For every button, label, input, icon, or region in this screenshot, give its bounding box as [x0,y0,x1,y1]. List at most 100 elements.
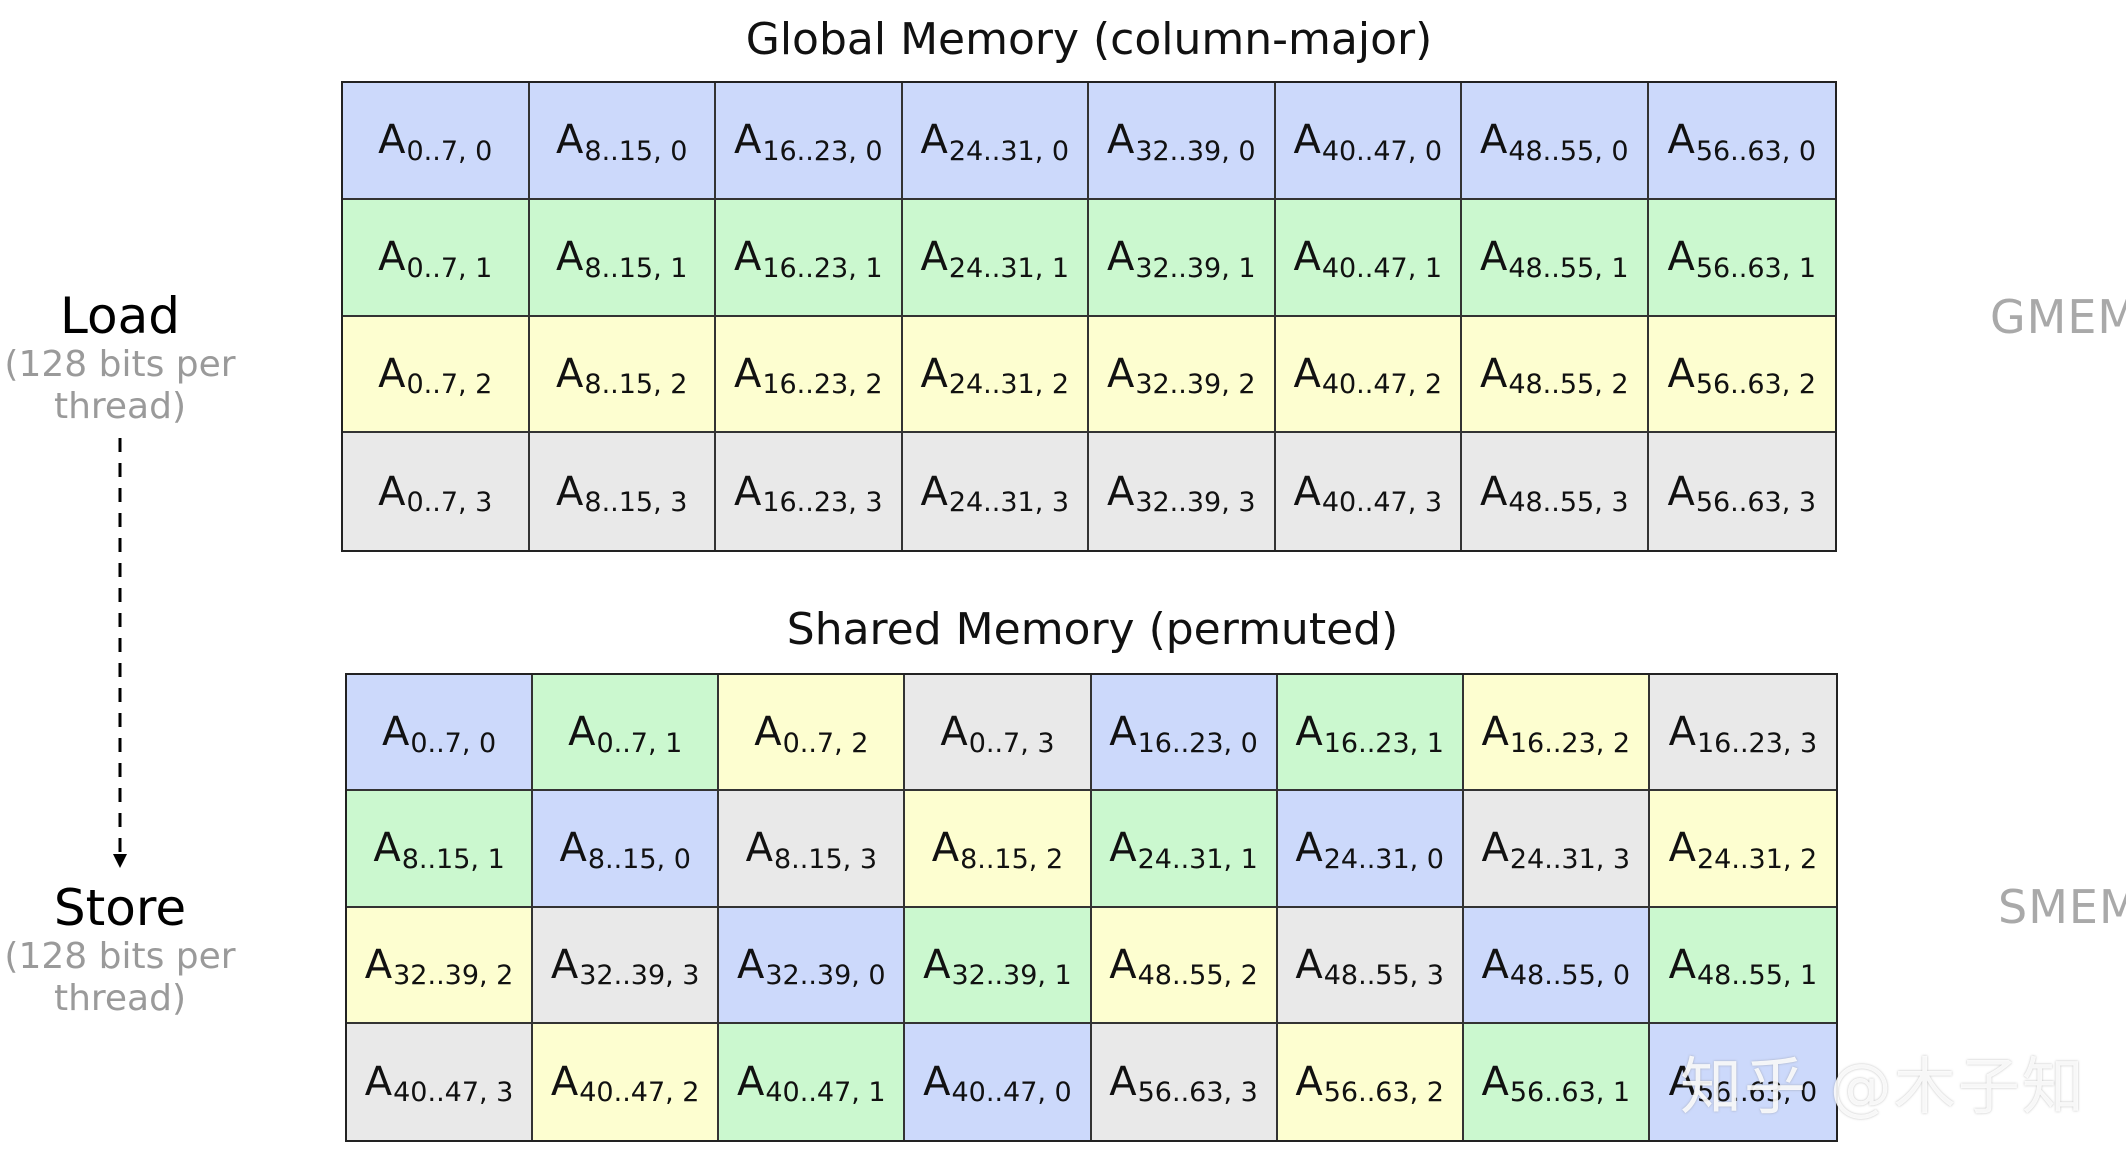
cell-symbol: A [550,1058,579,1105]
cell-subscript: 24..31, 2 [948,369,1070,401]
cell-symbol: A [1106,234,1135,281]
cell-symbol: A [378,117,406,164]
cell-subscript: 40..47, 1 [765,1077,886,1109]
cell-symbol: A [1481,1058,1509,1105]
cell-symbol: A [1667,117,1695,164]
cell-subscript: 24..31, 3 [1509,843,1631,875]
cell-subscript: 0..7, 1 [406,252,493,284]
cell-symbol: A [733,350,762,397]
cell-symbol: A [920,234,948,281]
cell-symbol: A [733,117,762,164]
cell-symbol: A [745,825,773,872]
cell-subscript: 0..7, 1 [596,727,683,759]
cell-subscript: 56..63, 2 [1323,1077,1444,1109]
cell-subscript: 16..23, 3 [1697,727,1818,759]
cell-subscript: 32..39, 3 [579,960,700,992]
cell-subscript: 0..7, 3 [406,487,493,519]
cell-symbol: A [1295,941,1323,988]
cell-symbol: A [1479,234,1508,281]
cell-symbol: A [940,709,968,756]
cell-symbol: A [1479,117,1508,164]
cell-subscript: 48..55, 0 [1508,135,1629,167]
cell-symbol: A [1667,350,1695,397]
cell-subscript: 8..15, 2 [584,369,688,401]
cell-symbol: A [1295,1058,1323,1105]
cell-symbol: A [1106,350,1135,397]
cell-subscript: 0..7, 2 [406,369,493,401]
cell-subscript: 56..63, 3 [1137,1077,1258,1109]
cell-subscript: 40..47, 2 [579,1077,700,1109]
cell-subscript: 16..23, 2 [1509,727,1631,759]
gmem-region-label: GMEM [1990,290,2126,344]
cell-subscript: 48..55, 3 [1323,960,1444,992]
cell-symbol: A [556,234,584,281]
cell-subscript: 16..23, 0 [762,135,883,167]
cell-symbol: A [1481,709,1509,756]
cell-subscript: 40..47, 0 [951,1077,1072,1109]
cell-subscript: 16..23, 1 [1323,727,1444,759]
cell-subscript: 16..23, 0 [1137,727,1258,759]
cell-subscript: 24..31, 1 [948,252,1070,284]
cell-symbol: A [923,1058,951,1105]
cell-subscript: 40..47, 1 [1321,252,1443,284]
cell-symbol: A [1668,941,1696,988]
store-note-line1: (128 bits per [4,936,236,977]
cell-subscript: 48..55, 2 [1137,960,1258,992]
cell-symbol: A [1479,468,1508,515]
smem-title: Shared Memory (permuted) [786,604,1399,655]
cell-symbol: A [1668,1058,1696,1105]
cell-subscript: 32..39, 1 [1135,252,1256,284]
cell-symbol: A [559,825,587,872]
cell-symbol: A [556,350,584,397]
cell-subscript: 48..55, 1 [1508,252,1629,284]
cell-symbol: A [1667,234,1695,281]
cell-symbol: A [381,709,410,756]
load-note-line2: thread) [53,386,187,427]
cell-subscript: 0..7, 0 [406,135,493,167]
smem-region-label: SMEM [1998,880,2126,934]
cell-subscript: 40..47, 2 [1321,369,1443,401]
cell-subscript: 56..63, 1 [1695,252,1817,284]
cell-symbol: A [1293,117,1321,164]
cell-subscript: 56..63, 3 [1695,487,1817,519]
cell-symbol: A [550,941,579,988]
cell-symbol: A [931,825,960,872]
cell-symbol: A [1295,709,1323,756]
cell-subscript: 32..39, 1 [951,960,1072,992]
gmem-title: Global Memory (column-major) [745,14,1433,65]
cell-symbol: A [1109,709,1137,756]
cell-subscript: 0..7, 0 [410,727,497,759]
cell-symbol: A [1479,350,1508,397]
